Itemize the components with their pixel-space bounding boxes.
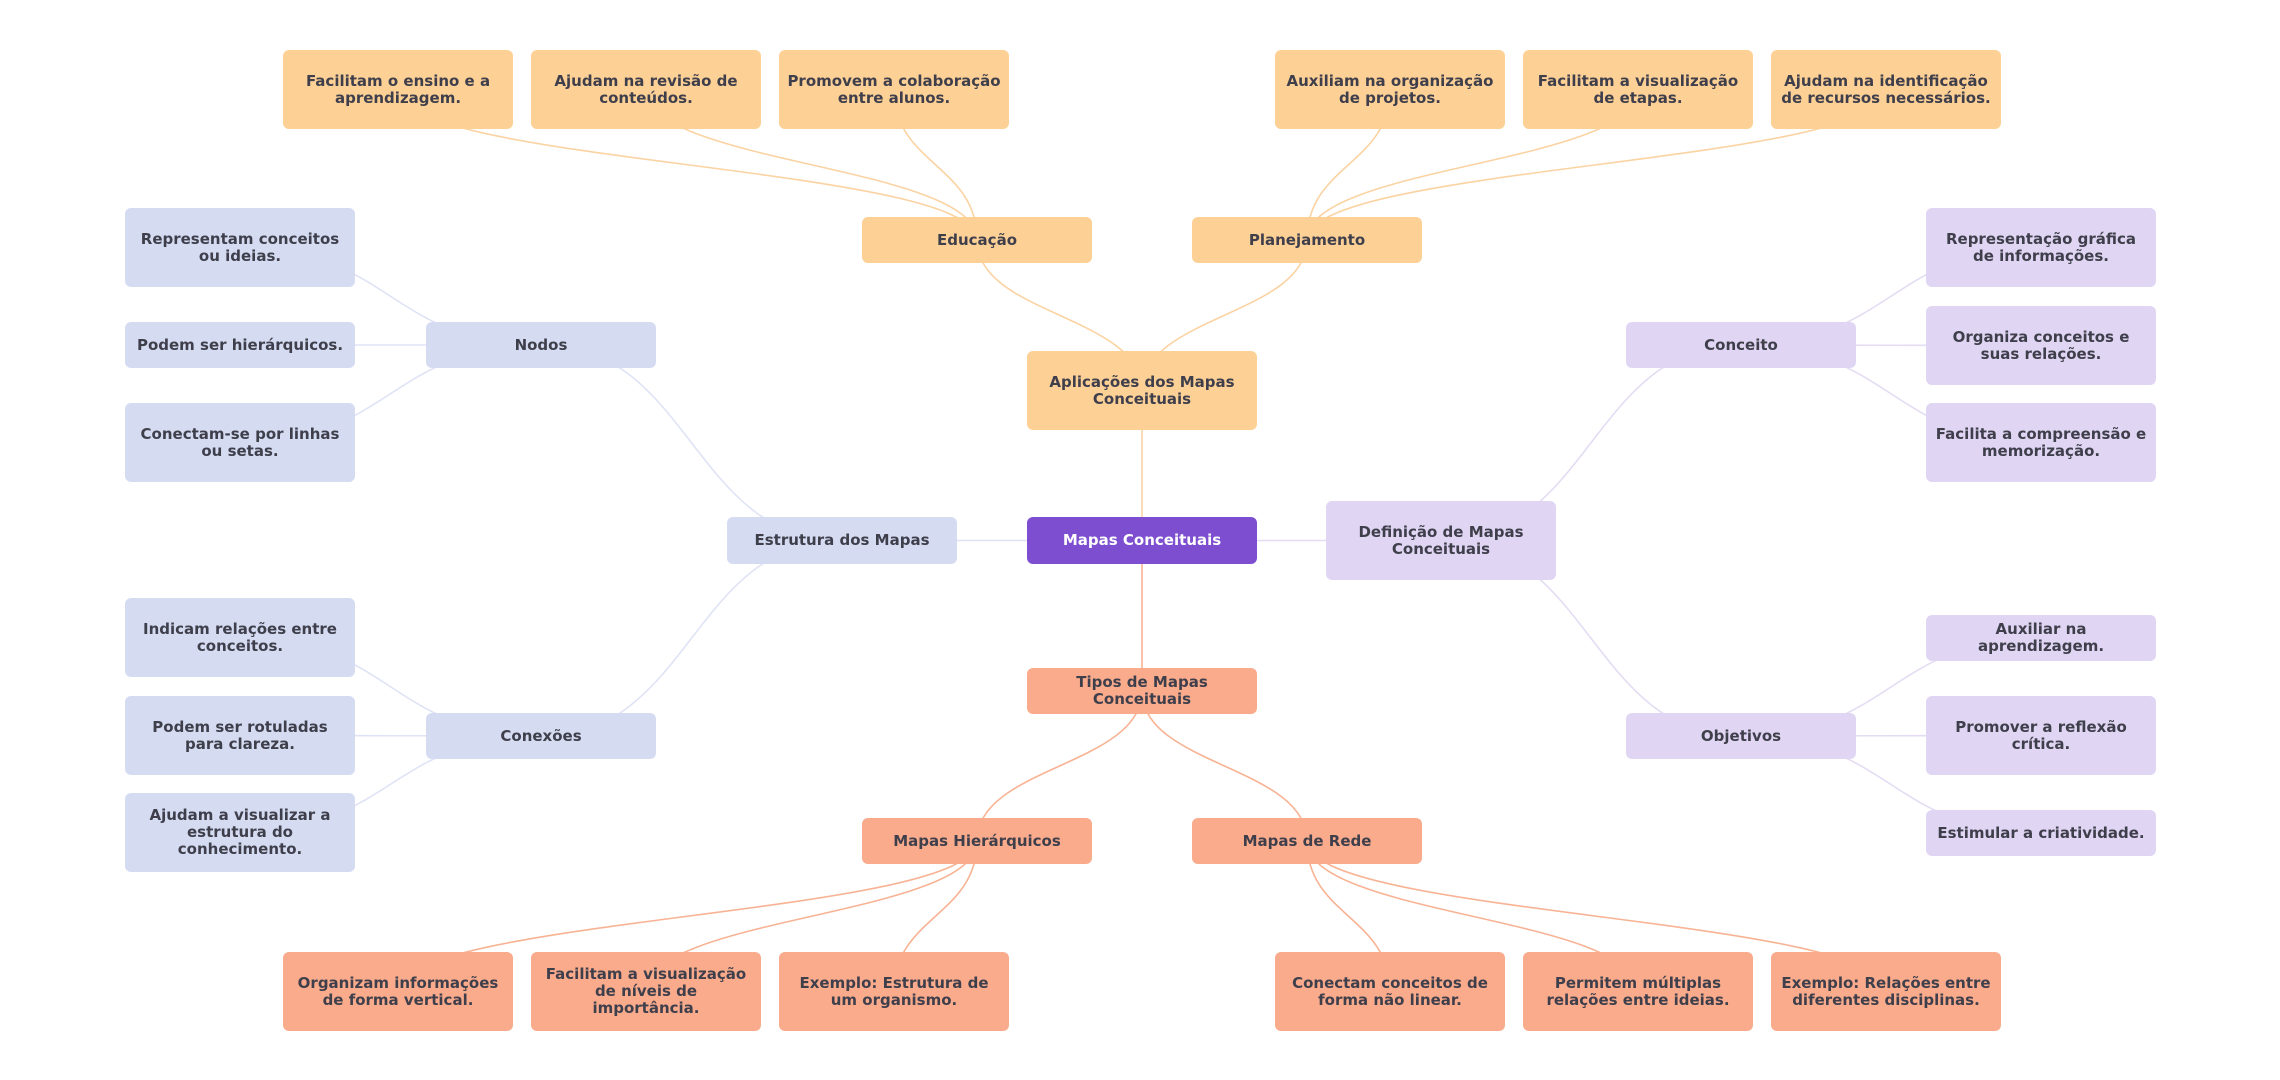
connector-line — [540, 344, 843, 542]
connector-line — [1141, 690, 1308, 842]
connector-line — [976, 690, 1143, 842]
leaf-nodos-hierarquicos[interactable]: Podem ser hierárquicos. — [125, 322, 355, 368]
leaf-objetivos-reflexao[interactable]: Promover a reflexão crítica. — [1926, 696, 2156, 775]
leaf-conceito-organiza[interactable]: Organiza conceitos e suas relações. — [1926, 306, 2156, 385]
leaf-conexoes-visualizar[interactable]: Ajudam a visualizar a estrutura do conhe… — [125, 793, 355, 872]
leaf-educacao-ensino[interactable]: Facilitam o ensino e a aprendizagem. — [283, 50, 513, 129]
leaf-conceito-representacao[interactable]: Representação gráfica de informações. — [1926, 208, 2156, 287]
node-educacao[interactable]: Educação — [862, 217, 1092, 263]
leaf-rede-exemplo[interactable]: Exemplo: Relações entre diferentes disci… — [1771, 952, 2001, 1031]
node-conceito[interactable]: Conceito — [1626, 322, 1856, 368]
node-tipos[interactable]: Tipos de Mapas Conceituais — [1027, 668, 1257, 714]
leaf-conexoes-rotuladas[interactable]: Podem ser rotuladas para clareza. — [125, 696, 355, 775]
leaf-objetivos-aprendizagem[interactable]: Auxiliar na aprendizagem. — [1926, 615, 2156, 661]
leaf-nodos-conceitos[interactable]: Representam conceitos ou ideias. — [125, 208, 355, 287]
node-conexoes[interactable]: Conexões — [426, 713, 656, 759]
leaf-planejamento-etapas[interactable]: Facilitam a visualização de etapas. — [1523, 50, 1753, 129]
connector-line — [540, 539, 843, 737]
leaf-educacao-colaboracao[interactable]: Promovem a colaboração entre alunos. — [779, 50, 1009, 129]
leaf-educacao-revisao[interactable]: Ajudam na revisão de conteúdos. — [531, 50, 761, 129]
node-nodos[interactable]: Nodos — [426, 322, 656, 368]
node-aplicacoes[interactable]: Aplicações dos Mapas Conceituais — [1027, 351, 1257, 430]
leaf-conceito-compreensao[interactable]: Facilita a compreensão e memorização. — [1926, 403, 2156, 482]
root-node[interactable]: Mapas Conceituais — [1027, 517, 1257, 564]
node-mapas-hierarquicos[interactable]: Mapas Hierárquicos — [862, 818, 1092, 864]
leaf-hierarquicos-vertical[interactable]: Organizam informações de forma vertical. — [283, 952, 513, 1031]
node-mapas-de-rede[interactable]: Mapas de Rede — [1192, 818, 1422, 864]
node-definicao[interactable]: Definição de Mapas Conceituais — [1326, 501, 1556, 580]
node-estrutura[interactable]: Estrutura dos Mapas — [727, 517, 957, 564]
leaf-hierarquicos-niveis[interactable]: Facilitam a visualização de níveis de im… — [531, 952, 761, 1031]
leaf-rede-multiplas-relacoes[interactable]: Permitem múltiplas relações entre ideias… — [1523, 952, 1753, 1031]
leaf-planejamento-recursos[interactable]: Ajudam na identificação de recursos nece… — [1771, 50, 2001, 129]
node-planejamento[interactable]: Planejamento — [1192, 217, 1422, 263]
leaf-hierarquicos-exemplo[interactable]: Exemplo: Estrutura de um organismo. — [779, 952, 1009, 1031]
leaf-conexoes-relacoes[interactable]: Indicam relações entre conceitos. — [125, 598, 355, 677]
leaf-rede-nao-linear[interactable]: Conectam conceitos de forma não linear. — [1275, 952, 1505, 1031]
leaf-planejamento-organizacao[interactable]: Auxiliam na organização de projetos. — [1275, 50, 1505, 129]
leaf-nodos-linhas[interactable]: Conectam-se por linhas ou setas. — [125, 403, 355, 482]
node-objetivos[interactable]: Objetivos — [1626, 713, 1856, 759]
leaf-objetivos-criatividade[interactable]: Estimular a criatividade. — [1926, 810, 2156, 856]
